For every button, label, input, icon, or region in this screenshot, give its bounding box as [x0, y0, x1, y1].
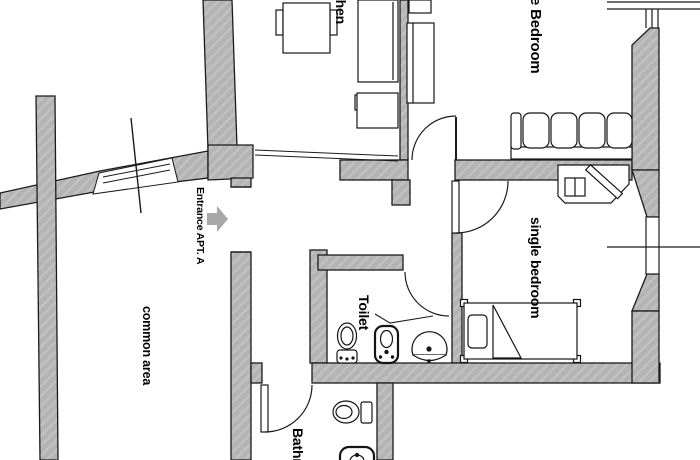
kitchen-south-wall: [339, 159, 409, 181]
room-labels: Kitchen e Bedroom single bedroom Toilet …: [140, 0, 544, 460]
single-bed: [459, 298, 582, 364]
chair-left: [275, 9, 284, 36]
kitchen-opening-line-2: [254, 154, 399, 162]
kitchen-counter: [357, 0, 399, 83]
kitchen-opening-line-1: [254, 149, 399, 157]
entrance-label: Entrance APT. A: [194, 187, 206, 265]
bathroom-bidet: [338, 445, 376, 460]
diagonal-marker-line: [130, 117, 142, 214]
toilet-north-wall: [317, 254, 404, 271]
common-area-left-wall: [35, 95, 59, 460]
toilet-door: [404, 271, 450, 317]
desk-chair: [584, 163, 624, 200]
toilet-room-bidet: [373, 324, 400, 365]
single-bedroom-west-wall: [451, 232, 463, 364]
bathroom-door: [260, 384, 313, 433]
corridor-wall-stub: [391, 179, 411, 206]
single-bedroom-window: [607, 216, 700, 275]
blanket-fold: [492, 304, 522, 359]
right-wall-bay-top: [631, 169, 660, 218]
toilet-room-toilet: [336, 322, 358, 364]
furniture: [275, 0, 633, 460]
wardrobe-top: [408, 0, 432, 14]
walls: [0, 0, 661, 460]
cooker: [354, 92, 399, 129]
bathroom-toilet: [332, 400, 373, 424]
south-wall-band: [311, 362, 661, 384]
wardrobe: [406, 22, 435, 104]
entrance-wall-upper: [230, 177, 252, 188]
right-wall-bay-bottom: [631, 273, 660, 312]
south-wall-band-left: [250, 362, 263, 384]
dining-table: [275, 2, 338, 54]
entrance-wall-lower: [230, 251, 252, 460]
pillow: [467, 314, 488, 349]
kitchen-left-wall: [202, 0, 238, 151]
doors: [260, 115, 509, 433]
kitchen-label: Kitchen: [333, 0, 349, 24]
entrance-arrow-icon: [207, 206, 228, 232]
single-bedroom-label: single bedroom: [528, 217, 544, 318]
desk: [557, 163, 630, 204]
toilet-leader-line: [374, 313, 434, 324]
bathroom-label: Bathroom: [290, 428, 306, 460]
entrance-corner-wall: [207, 144, 254, 181]
right-wall-lower: [631, 310, 660, 384]
entrance-door-opening: [231, 186, 251, 253]
double-bedroom-label: e Bedroom: [527, 0, 544, 74]
sofa-bed: [510, 112, 633, 160]
toilet-label: Toilet: [356, 295, 372, 331]
common-area-label: common area: [140, 306, 154, 386]
bathroom-east-wall: [376, 382, 394, 460]
washbasin: [411, 331, 448, 363]
double-bedroom-window: [607, 1, 700, 28]
right-wall-upper: [631, 27, 660, 171]
single-bedroom-door: [451, 180, 509, 234]
double-bedroom-door: [411, 115, 457, 161]
